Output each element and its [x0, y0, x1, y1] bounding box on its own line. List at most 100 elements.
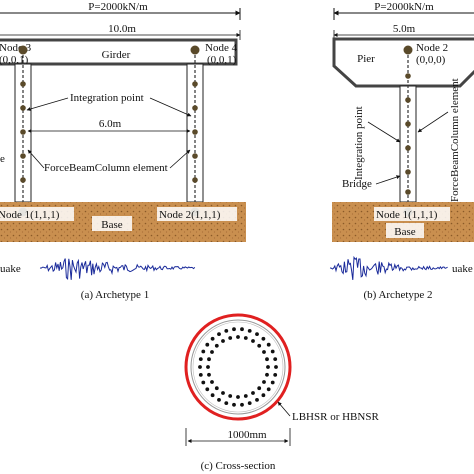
rebar [205, 342, 210, 347]
a1-node2-label: Node 2(1,1,1) [159, 209, 221, 221]
cs-inner-rebars [206, 335, 270, 399]
a1-node4 [190, 45, 200, 55]
a2-span-label: 5.0m [393, 23, 416, 35]
rebar [251, 391, 255, 395]
rebar [236, 395, 240, 399]
rebar [274, 365, 278, 369]
rebar [266, 342, 271, 347]
a1-earthquake-label: uake [0, 263, 21, 275]
rebar [207, 372, 211, 377]
a1-girder-label: Girder [102, 49, 131, 61]
a2-element-label: ForceBeamColumn element [449, 78, 461, 202]
a2-node2-dof: (0,0,0) [416, 54, 446, 66]
a1-node4-dof: (0,0,1) [207, 54, 237, 66]
a2-column [399, 85, 417, 203]
archetype1-diagram: P=2000kN/m 10.0m Girder Node 3 (0,0,1) N… [0, 1, 246, 301]
rebar [201, 349, 206, 354]
rebar [232, 402, 236, 407]
rebar [247, 401, 252, 405]
rebar [198, 357, 203, 361]
rebar [221, 339, 225, 343]
rebar [255, 332, 259, 336]
rebar [265, 357, 269, 362]
rebar [210, 393, 215, 398]
rebar [240, 327, 244, 332]
rebar [217, 398, 221, 402]
rebar [262, 380, 266, 384]
a2-bridge-label: Bridge [342, 178, 372, 190]
a1-node1-label: Node 1(1,1,1) [0, 209, 60, 221]
cs-cover-ring [190, 319, 286, 415]
rebar [210, 336, 215, 341]
rebar [251, 339, 255, 343]
a2-integration-points [405, 73, 411, 195]
a2-node1-label: Node 1(1,1,1) [376, 209, 438, 221]
a1-span-label: 10.0m [108, 23, 136, 35]
rebar [273, 357, 278, 361]
a1-node3-dof: (0,0,1) [0, 54, 29, 66]
a1-load-label: P=2000kN/m [88, 1, 148, 13]
rebar [210, 380, 214, 384]
a2-earthquake-label: uake [452, 263, 473, 275]
rebar [224, 401, 229, 405]
a2-base-label: Base [394, 226, 416, 238]
rebar [205, 387, 210, 392]
a1-caption: (a) Archetype 1 [81, 289, 149, 301]
a1-side-label: e [0, 153, 5, 165]
a2-integration-label: Integration point [353, 106, 365, 180]
a2-ground-motion [329, 255, 448, 280]
rebar [270, 349, 275, 354]
cs-outer-rebars [198, 327, 278, 407]
a2-pier-label: Pier [357, 53, 375, 65]
rebar [201, 380, 206, 385]
rebar [262, 350, 266, 354]
rebar [247, 329, 252, 333]
rebar [273, 373, 278, 377]
cross-section-diagram: LBHSR or HBNSR 1000mm (c) Cross-section [184, 313, 379, 472]
rebar [266, 387, 271, 392]
rebar [217, 332, 221, 336]
rebar [255, 398, 259, 402]
rebar [266, 365, 270, 369]
rebar [214, 386, 219, 391]
archetype2-diagram: P=2000kN/m 5.0m Pier Node 2 (0,0,0) Inte… [329, 1, 474, 301]
a1-integration-label: Integration point [70, 92, 144, 104]
a1-ground-motion [39, 258, 196, 281]
rebar [261, 393, 266, 398]
cs-diameter-label: 1000mm [227, 429, 267, 441]
cs-caption: (c) Cross-section [201, 460, 276, 472]
rebar [224, 329, 229, 333]
rebar [240, 402, 244, 407]
rebar [214, 343, 219, 348]
rebar [243, 394, 248, 398]
a1-base-label: Base [101, 219, 123, 231]
rebar [261, 336, 266, 341]
rebar [265, 372, 269, 377]
a2-node2 [403, 45, 413, 55]
a1-spacing-label: 6.0m [99, 118, 122, 130]
rebar [232, 327, 236, 332]
a1-integration-points [20, 81, 198, 183]
rebar [206, 365, 210, 369]
rebar [236, 335, 240, 339]
rebar [228, 336, 233, 340]
rebar [210, 350, 214, 354]
a2-pier-cap [332, 37, 474, 88]
a1-element-label: ForceBeamColumn element [44, 162, 168, 174]
rebar [270, 380, 275, 385]
a1-node3 [18, 45, 28, 55]
rebar [228, 394, 233, 398]
cs-steel-tube [184, 313, 292, 421]
rebar [198, 365, 202, 369]
rebar [198, 373, 203, 377]
rebar [221, 391, 225, 395]
rebar [257, 343, 262, 348]
a2-node2-label: Node 2 [416, 42, 448, 54]
cs-tube-label: LBHSR or HBNSR [292, 411, 379, 423]
a2-caption: (b) Archetype 2 [363, 289, 432, 301]
rebar [207, 357, 211, 362]
a1-node4-label: Node 4 [205, 42, 238, 54]
rebar [243, 336, 248, 340]
a2-load-label: P=2000kN/m [374, 1, 434, 13]
